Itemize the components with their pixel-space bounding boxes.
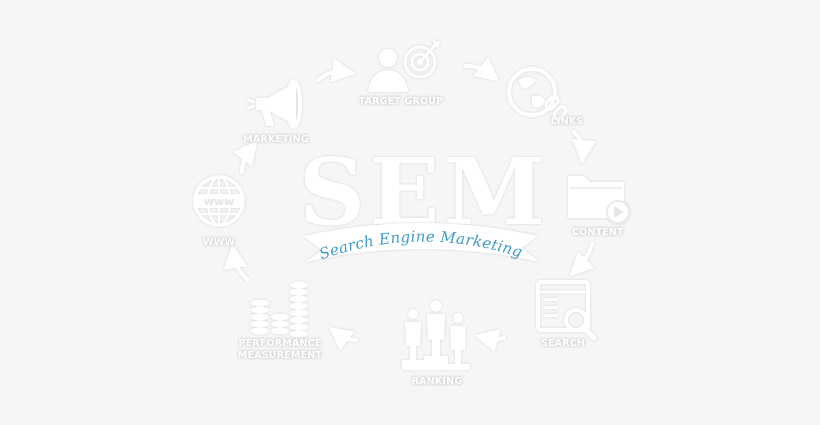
node-content: CONTENT [568,176,630,238]
node-target-group: TARGET GROUP [359,40,444,107]
arrow-target-to-links [464,57,500,82]
www-globe-icon: www [193,175,245,227]
label-marketing: MARKETING [243,134,309,145]
node-ranking: RANKING [402,300,470,387]
arrow-www-to-marketing [233,140,258,174]
arrow-links-to-content [572,130,597,164]
coin-stacks-icon [251,281,308,338]
arrow-content-to-search [569,242,595,277]
svg-text:www: www [204,195,235,208]
globe-link-icon [507,67,568,121]
arrow-search-to-ranking [474,329,506,353]
label-performance-line1: PERFORMANCE [238,338,321,349]
cycle-arrows [223,57,597,353]
target-group-icon [368,40,440,92]
podium-people-icon [402,300,470,370]
node-www: www WWW [193,175,245,248]
arrow-performance-to-www [223,244,250,282]
folder-play-icon [568,176,630,224]
node-search: SEARCH [536,280,597,349]
arrow-ranking-to-performance [328,326,358,351]
node-links: LINKS [507,67,584,127]
label-ranking: RANKING [412,376,463,387]
arrow-marketing-to-target [316,58,356,83]
label-links: LINKS [551,116,584,127]
center-block: SEM Search Engine Marketing [299,138,545,263]
search-window-icon [536,280,597,341]
node-marketing: MARKETING [243,79,309,145]
label-performance-line2: MEASUREMENT [238,350,323,361]
label-content: CONTENT [572,227,624,238]
label-search: SEARCH [541,338,585,349]
banner-ribbon [303,223,540,262]
label-target-group: TARGET GROUP [359,96,444,107]
label-www: WWW [203,237,235,248]
node-performance-measurement: PERFORMANCE MEASUREMENT [238,281,323,361]
megaphone-icon [246,79,302,129]
